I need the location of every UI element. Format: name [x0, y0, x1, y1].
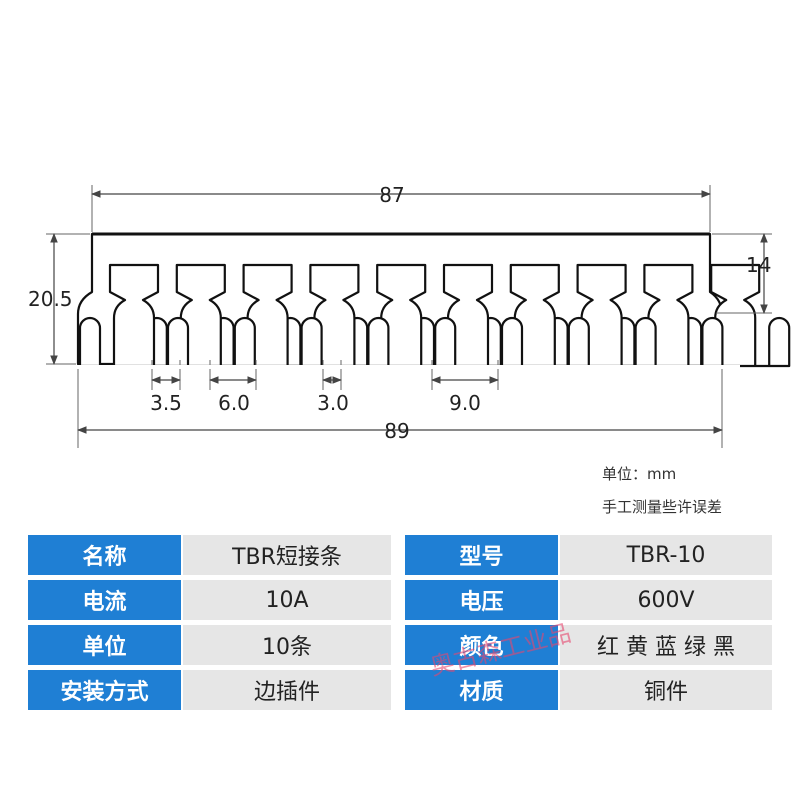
spec-value-model: TBR-10: [560, 535, 772, 575]
spec-value-unit: 10条: [183, 625, 391, 665]
terminal-strip-drawing: 87 89 20.5 14 3.5 6.0 3.0 9.0: [28, 183, 791, 448]
spec-value-color: 红 黄 蓝 绿 黑: [560, 625, 772, 665]
spec-value-current: 10A: [183, 580, 391, 620]
spec-label-current: 电流: [28, 580, 181, 620]
dim-3-5-label: 3.5: [150, 391, 182, 415]
spec-label-color: 颜色: [405, 625, 558, 665]
spec-label-mounting: 安装方式: [28, 670, 181, 710]
dim-3-0-label: 3.0: [317, 391, 349, 415]
spec-value-voltage: 600V: [560, 580, 772, 620]
spec-value-material: 铜件: [560, 670, 772, 710]
bottom-open-edge: [60, 365, 740, 369]
dim-20-5-label: 20.5: [28, 287, 73, 311]
dimension-lines: [50, 190, 768, 434]
dim-89-label: 89: [384, 419, 409, 443]
tolerance-note: 手工测量些许误差: [602, 498, 723, 516]
spec-label-voltage: 电压: [405, 580, 558, 620]
spec-label-name: 名称: [28, 535, 181, 575]
spec-label-material: 材质: [405, 670, 558, 710]
spec-label-unit: 单位: [28, 625, 181, 665]
dim-87-label: 87: [379, 183, 404, 207]
dim-9-0-label: 9.0: [449, 391, 481, 415]
spec-value-mounting: 边插件: [183, 670, 391, 710]
spec-value-name: TBR短接条: [183, 535, 391, 575]
spec-table: 名称 TBR短接条 型号 TBR-10 电流 10A 电压 600V 单位 10…: [28, 535, 772, 711]
spec-label-model: 型号: [405, 535, 558, 575]
dim-14-label: 14: [746, 253, 771, 277]
dim-6-0-label: 6.0: [218, 391, 250, 415]
unit-note: 单位：mm: [602, 465, 677, 483]
